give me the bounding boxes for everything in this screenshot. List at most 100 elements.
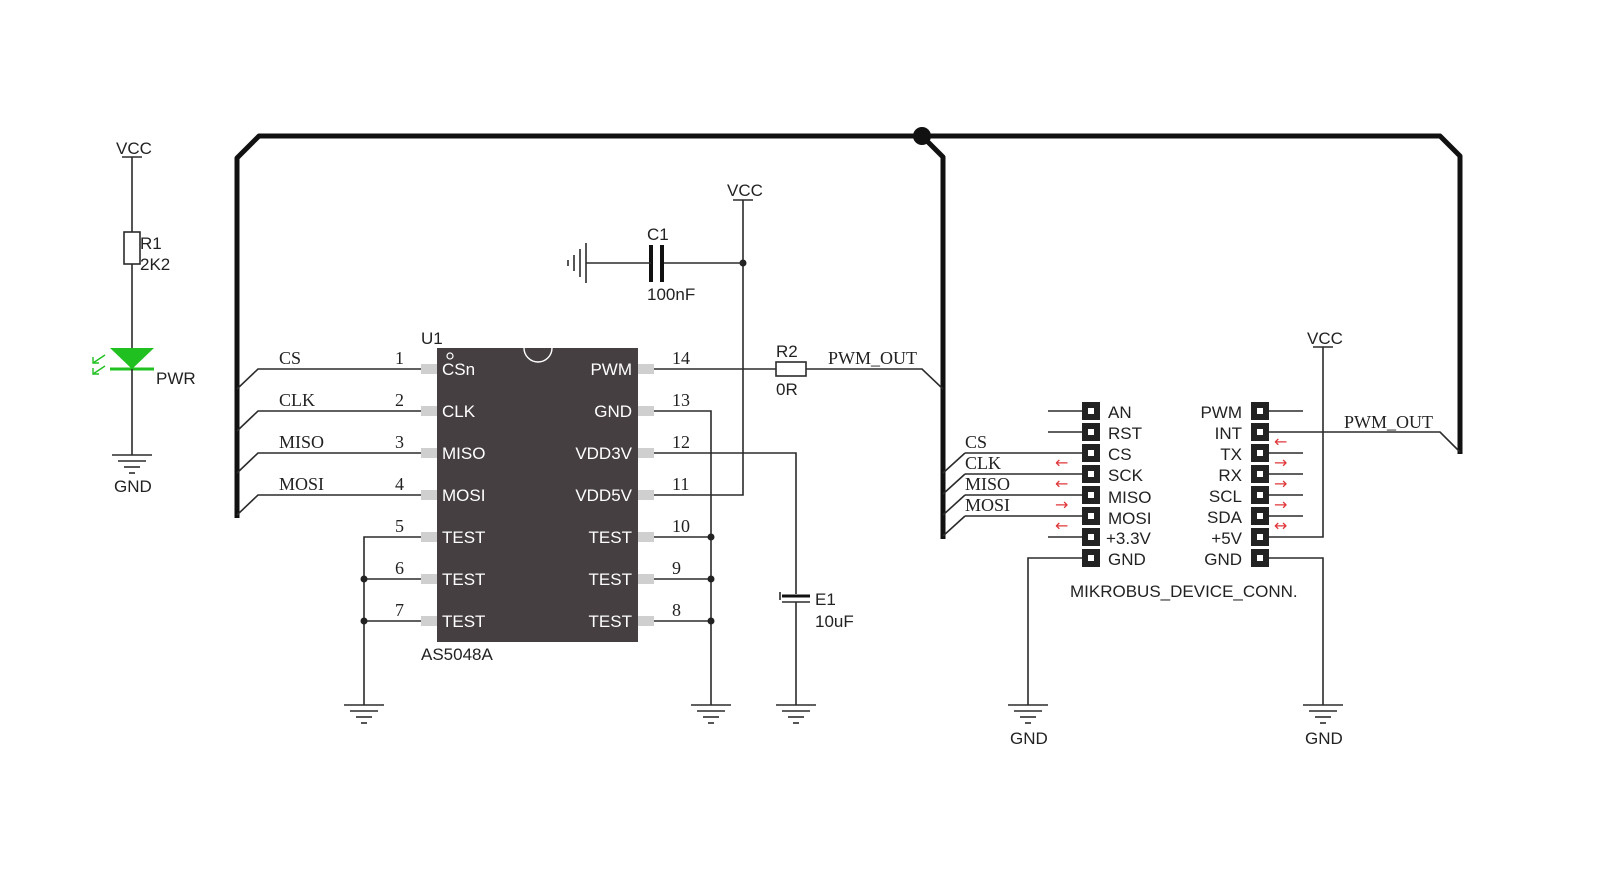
gnd-label-conn-right: GND — [1305, 729, 1343, 748]
svg-text:CS: CS — [1108, 445, 1132, 464]
gnd-symbol-u1-left — [344, 704, 384, 724]
scl-direction-arrow: → — [1274, 495, 1287, 514]
gnd-symbol-e1 — [776, 704, 816, 724]
int-direction-arrow: ← — [1274, 432, 1287, 451]
u1-chip: U1 AS5048A 1 CSn 2 CLK 3 MISO — [395, 329, 690, 664]
u1-left-pins: 1 CSn 2 CLK 3 MISO 4 MOSI 5 TEST — [395, 348, 485, 631]
power-led-circuit: VCC R1 2K2 PWR GND — [92, 139, 196, 496]
svg-text:GND: GND — [1108, 550, 1146, 569]
svg-text:SCK: SCK — [1108, 466, 1144, 485]
mikrobus-pin-cs: ← CS — [965, 444, 1132, 472]
u1-pin-10: 10 TEST — [589, 516, 690, 547]
svg-text:VDD3V: VDD3V — [575, 444, 632, 463]
gnd-label-led: GND — [114, 477, 152, 496]
mikrobus-pin-sda: SDA ↔ — [1207, 507, 1303, 535]
mikrobus-connector: AN RST ← CS ← SCK → — [942, 329, 1461, 748]
svg-text:12: 12 — [672, 432, 690, 452]
pwm-out-label: PWM_OUT — [828, 348, 917, 368]
svg-text:CLK: CLK — [442, 402, 476, 421]
u1-notch — [523, 347, 553, 363]
u1-pin-3: 3 MISO — [395, 432, 485, 463]
led-label: PWR — [156, 369, 196, 388]
svg-text:MOSI: MOSI — [442, 486, 485, 505]
vcc-label-u1: VCC — [727, 181, 763, 200]
net-miso-label: MISO — [279, 432, 324, 452]
svg-text:13: 13 — [672, 390, 690, 410]
u1-pin-5: 5 TEST — [395, 516, 485, 547]
u1-pin-2: 2 CLK — [395, 390, 476, 421]
svg-text:6: 6 — [395, 558, 404, 578]
svg-text:2: 2 — [395, 390, 404, 410]
vcc-label-conn: VCC — [1307, 329, 1343, 348]
u1-pin-13: 13 GND — [594, 390, 690, 421]
r1-value: 2K2 — [140, 255, 170, 274]
svg-text:+3.3V: +3.3V — [1106, 529, 1152, 548]
svg-text:MISO: MISO — [442, 444, 485, 463]
net-mosi-label: MOSI — [279, 474, 324, 494]
u1-pin-1: 1 CSn — [395, 348, 475, 379]
svg-text:9: 9 — [672, 558, 681, 578]
svg-text:PWM: PWM — [1200, 403, 1242, 422]
mikrobus-left-column: AN RST ← CS ← SCK → — [965, 402, 1152, 705]
r1-ref: R1 — [140, 234, 162, 253]
mikrobus-pin-miso: → MISO — [965, 486, 1151, 514]
r1-resistor — [123, 231, 141, 265]
c1-ref: C1 — [647, 225, 669, 244]
svg-text:TEST: TEST — [589, 528, 632, 547]
cs-direction-arrow: ← — [1055, 453, 1068, 472]
conn-net-mosi: MOSI — [965, 495, 1010, 515]
net-cs-label: CS — [279, 348, 301, 368]
mikrobus-pin-gnd-left: GND — [1027, 549, 1146, 705]
svg-text:RX: RX — [1218, 466, 1242, 485]
u1-pin-9: 9 TEST — [589, 558, 681, 589]
miso-direction-arrow: → — [1055, 495, 1068, 514]
r2-resistor — [775, 361, 807, 377]
r2-ref: R2 — [776, 342, 798, 361]
mikrobus-pin-pwm: PWM — [1200, 402, 1303, 422]
svg-text:TEST: TEST — [589, 612, 632, 631]
svg-text:TEST: TEST — [589, 570, 632, 589]
u1-pin-14: 14 PWM — [590, 348, 690, 379]
gnd-symbol-led — [112, 454, 152, 474]
mikrobus-pin-5v: VCC +5V — [1211, 329, 1343, 548]
mikrobus-pin-scl: SCL → — [1209, 486, 1303, 514]
mikrobus-pin-an: AN — [1048, 402, 1132, 422]
conn-net-miso: MISO — [965, 474, 1010, 494]
u1-right-wires: VCC — [654, 181, 797, 724]
gnd-label-conn-left: GND — [1010, 729, 1048, 748]
sda-direction-arrow: ↔ — [1274, 516, 1287, 535]
svg-text:SCL: SCL — [1209, 487, 1242, 506]
svg-text:GND: GND — [594, 402, 632, 421]
sck-direction-arrow: ← — [1055, 474, 1068, 493]
svg-text:4: 4 — [395, 474, 404, 494]
tx-direction-arrow: → — [1274, 453, 1287, 472]
vcc-label-led: VCC — [116, 139, 152, 158]
mosi-direction-arrow: ← — [1055, 516, 1068, 535]
gnd-symbol-u1-right — [691, 704, 731, 724]
conn-net-clk: CLK — [965, 453, 1001, 473]
mikrobus-bus-taps: CS CLK MISO MOSI — [942, 432, 1010, 537]
svg-text:14: 14 — [672, 348, 690, 368]
svg-text:VDD5V: VDD5V — [575, 486, 632, 505]
svg-text:8: 8 — [672, 600, 681, 620]
svg-text:MOSI: MOSI — [1108, 509, 1151, 528]
svg-text:CSn: CSn — [442, 360, 475, 379]
gnd-symbol-conn-left — [1008, 704, 1048, 724]
svg-text:SDA: SDA — [1207, 508, 1243, 527]
svg-text:+5V: +5V — [1211, 529, 1242, 548]
e1-capacitor: E1 10uF — [776, 590, 854, 724]
svg-text:3: 3 — [395, 432, 404, 452]
signal-bus — [234, 127, 1463, 539]
mikrobus-pin-int: INT ← PWM_OUT — [1215, 412, 1461, 453]
mikrobus-pin-gnd-right: GND — [1204, 549, 1324, 705]
svg-text:AN: AN — [1108, 403, 1132, 422]
u1-ref: U1 — [421, 329, 443, 348]
svg-text:11: 11 — [672, 474, 689, 494]
gnd-symbol-c1 — [567, 243, 587, 283]
csn-overbar-dot — [446, 352, 454, 360]
u1-pin-12: 12 VDD3V — [575, 432, 690, 463]
c1-value: 100nF — [647, 285, 695, 304]
conn-net-cs: CS — [965, 432, 987, 452]
e1-value: 10uF — [815, 612, 854, 631]
